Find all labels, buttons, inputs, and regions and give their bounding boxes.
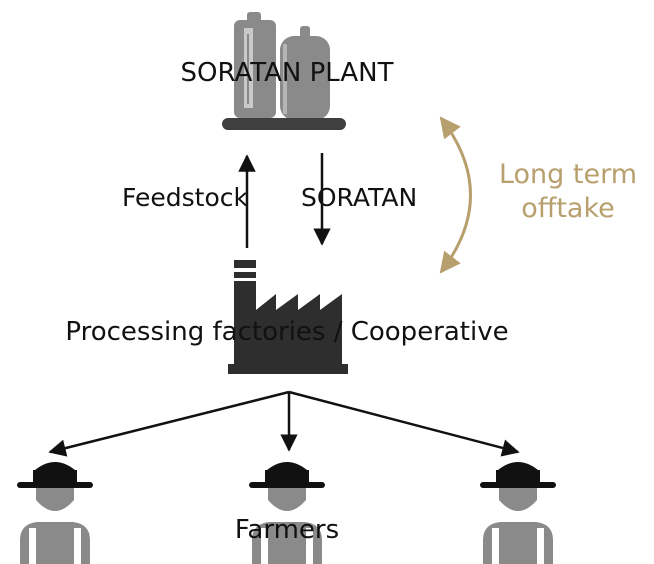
distribution-arrow-left [48, 390, 290, 457]
farmers-label: Farmers [234, 515, 340, 545]
plant-label: SORATAN PLANT [180, 58, 394, 88]
processing-label: Processing factories / Cooperative [65, 317, 509, 347]
farmer-icon [249, 462, 325, 564]
farmer-icon [17, 462, 93, 564]
farmer-icon [480, 462, 556, 564]
industrial-plant-icon [222, 12, 346, 130]
offtake-arrow [439, 116, 472, 274]
distribution-arrow-right [288, 390, 520, 457]
offtake-label: Long term offtake [498, 159, 638, 224]
factory-icon [228, 260, 348, 374]
feedstock-label: Feedstock [122, 183, 248, 212]
soratan-label: SORATAN [301, 183, 418, 212]
